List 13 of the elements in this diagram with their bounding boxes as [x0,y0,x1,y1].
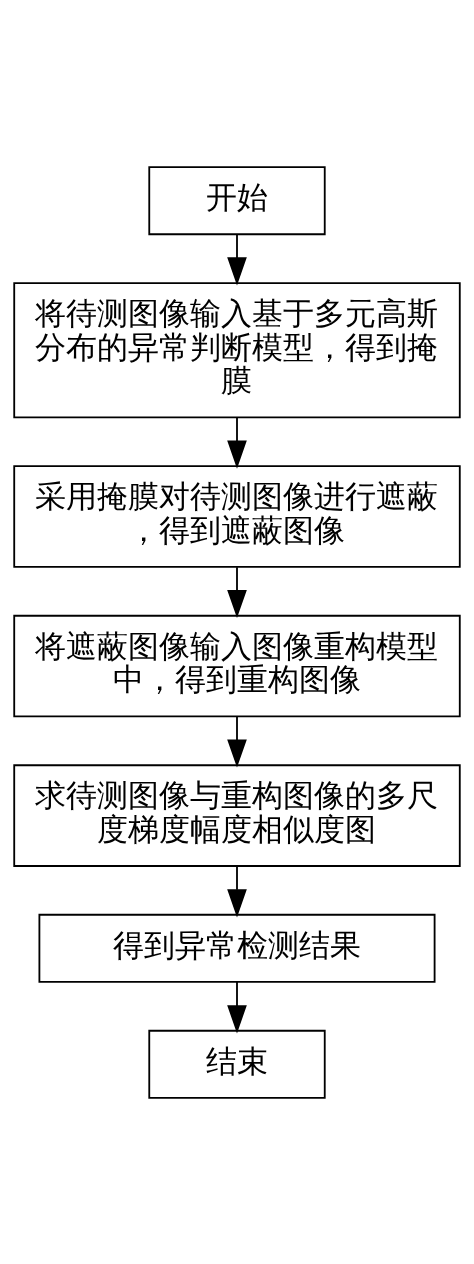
node-box: 求待测图像与重构图像的多尺度梯度幅度相似度图 [13,763,461,867]
arrow [227,715,247,768]
arrow [227,980,247,1033]
node-box: 将待测图像输入基于多元高斯分布的异常判断模型，得到掩膜 [13,281,461,418]
node-box: 将遮蔽图像输入图像重构模型中，得到重构图像 [13,614,461,717]
arrow [227,565,247,618]
arrow [227,864,247,917]
node-box: 开始 [148,165,326,235]
node-box: 得到异常检测结果 [38,913,436,983]
arrow [227,416,247,469]
node-box: 采用掩膜对待测图像进行遮蔽，得到遮蔽图像 [13,464,461,568]
arrow [227,233,247,285]
node-box: 结束 [148,1029,326,1099]
